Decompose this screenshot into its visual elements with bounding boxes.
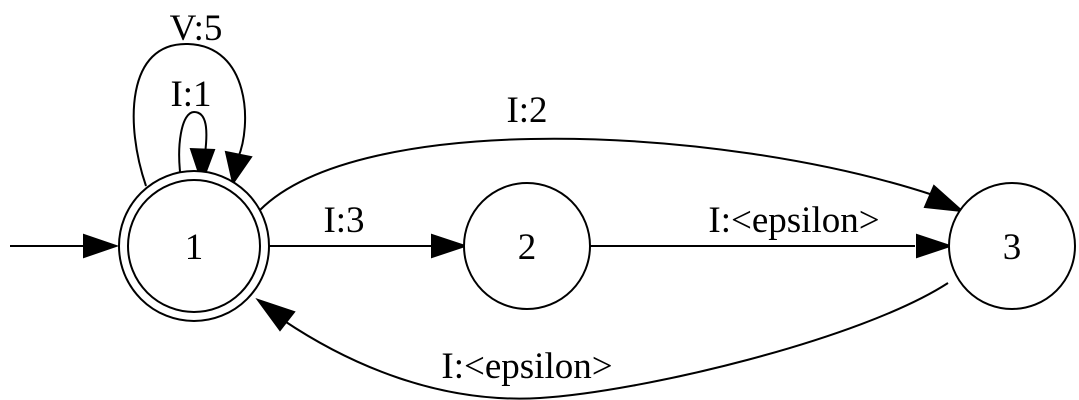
state-1-label: 1 <box>185 227 204 268</box>
edge-2-3 <box>590 233 954 259</box>
edge-label-i2: I:2 <box>506 90 547 131</box>
edge-label-2-3-epsilon: I:<epsilon> <box>708 200 879 241</box>
edge-label-i3: I:3 <box>323 200 364 241</box>
state-3: 3 <box>948 182 1076 310</box>
state-2: 2 <box>463 182 591 310</box>
edge-label-3-1-epsilon: I:<epsilon> <box>441 346 612 387</box>
edge-1-3-top <box>259 137 965 213</box>
edge-label-v5: V:5 <box>170 8 223 49</box>
edge-label-i1: I:1 <box>170 74 211 115</box>
edge-3-1-bottom <box>255 282 949 400</box>
edge-1-1-outer <box>132 42 253 187</box>
state-2-label: 2 <box>518 227 537 268</box>
state-3-label: 3 <box>1003 227 1022 268</box>
initial-arrow <box>10 233 120 259</box>
state-1: 1 <box>118 170 270 322</box>
edge-1-1-inner <box>178 110 216 187</box>
edge-1-2 <box>268 233 469 259</box>
